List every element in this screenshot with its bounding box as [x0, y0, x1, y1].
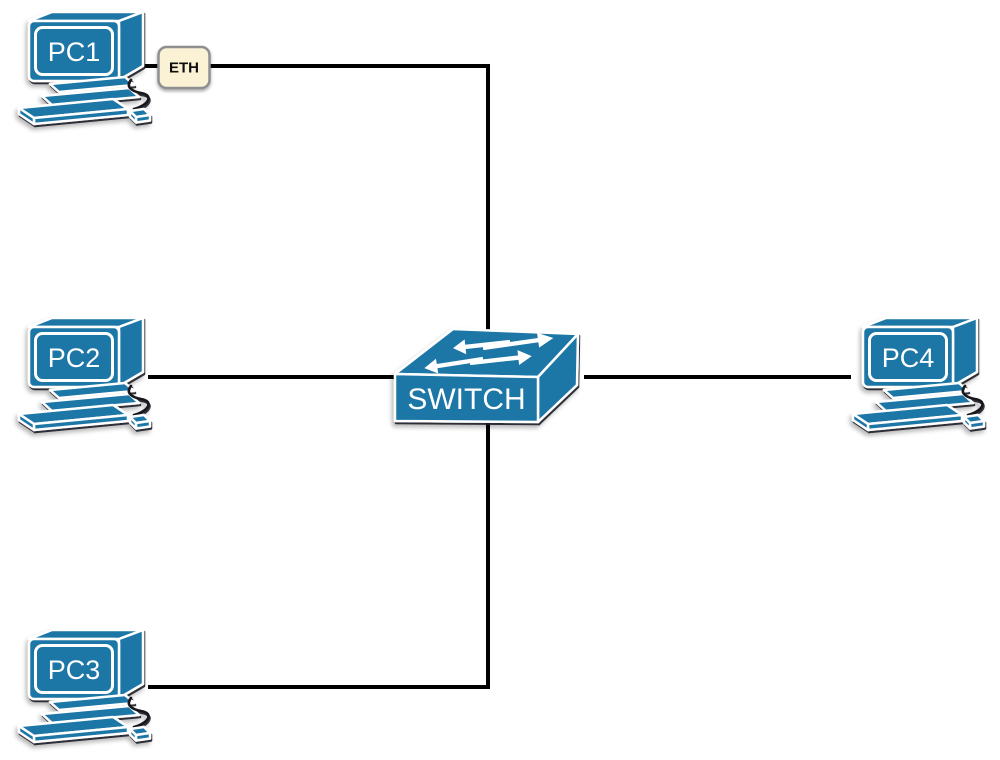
- pc1-label: PC1: [48, 37, 101, 67]
- switch-label: SWITCH: [407, 383, 525, 416]
- pc3-label: PC3: [48, 655, 101, 685]
- pc4-label: PC4: [882, 343, 935, 373]
- node-pc2: PC2: [17, 316, 152, 432]
- node-pc3: PC3: [17, 628, 152, 744]
- node-switch: SWITCH: [393, 327, 580, 424]
- link-lines: [141, 64, 851, 689]
- node-pc4: PC4: [851, 316, 986, 432]
- eth-label-text: ETH: [169, 60, 199, 77]
- link-pc1-switch: [210, 64, 490, 360]
- link-switch-pc3: [148, 419, 490, 689]
- eth-label-box: [157, 45, 211, 90]
- switch-front-face: [393, 372, 540, 424]
- node-pc1: PC1: [17, 10, 152, 126]
- eth-link-label: ETH: [157, 45, 211, 90]
- pc2-label: PC2: [48, 343, 101, 373]
